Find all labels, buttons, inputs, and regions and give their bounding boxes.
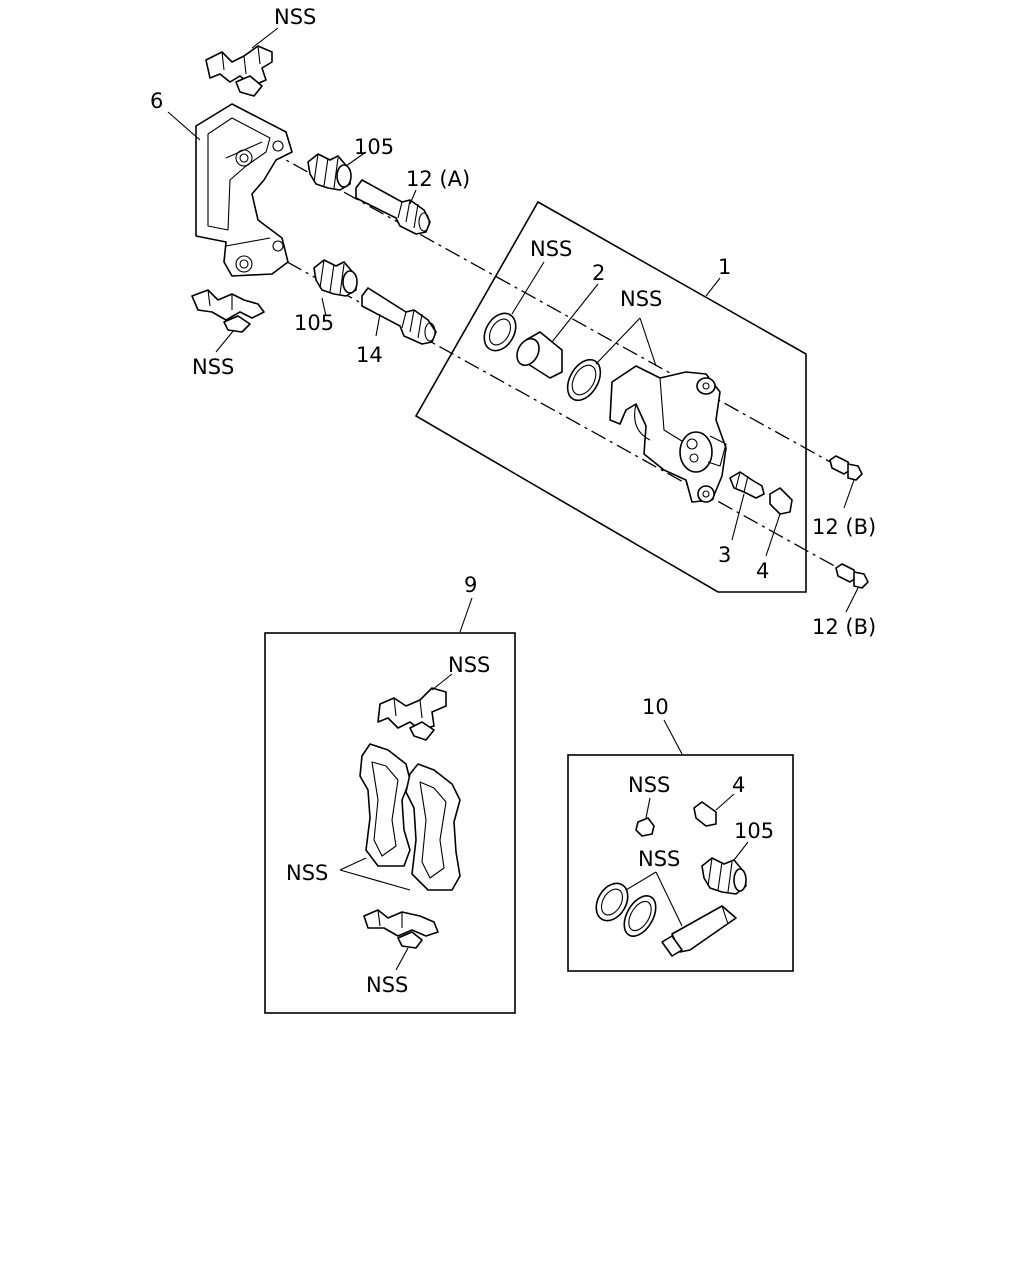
bolt-12b-lower xyxy=(835,563,869,613)
label-part-1: 1 xyxy=(718,255,731,279)
label-kit-nss-2: NSS xyxy=(638,847,680,871)
label-part-6: 6 xyxy=(150,89,163,113)
label-part-4: 4 xyxy=(756,559,769,583)
seal-kit-box-part-10 xyxy=(567,719,794,972)
pad-clip-top-nss xyxy=(377,673,453,741)
kit-cap-4 xyxy=(693,793,735,827)
label-part-12a: 12 (A) xyxy=(406,167,470,191)
pad-kit-box-part-9 xyxy=(264,597,516,1014)
pad-clip-bottom-nss xyxy=(363,909,439,971)
label-part-3: 3 xyxy=(718,543,731,567)
label-nss-pad-clip-top: NSS xyxy=(448,653,490,677)
boot-105-lower xyxy=(313,259,358,317)
dust-ring-nss xyxy=(566,317,657,402)
label-kit-105: 105 xyxy=(734,819,774,843)
caliper-bracket-part-6 xyxy=(167,103,293,277)
label-part-2: 2 xyxy=(592,261,605,285)
bleeder-screw-part-3 xyxy=(729,471,765,541)
label-nss-top: NSS xyxy=(274,5,316,29)
label-kit-nss-1: NSS xyxy=(628,773,670,797)
label-nss-pad-clip-bottom: NSS xyxy=(366,973,408,997)
label-part-105-upper: 105 xyxy=(354,135,394,159)
label-part-10: 10 xyxy=(642,695,669,719)
kit-small-seal-nss xyxy=(635,797,655,837)
guide-pin-14 xyxy=(361,287,437,345)
label-part-105-lower: 105 xyxy=(294,311,334,335)
label-part-12b-upper: 12 (B) xyxy=(812,515,876,539)
label-part-9: 9 xyxy=(464,573,477,597)
center-lines xyxy=(261,149,857,579)
label-part-12b-lower: 12 (B) xyxy=(812,615,876,639)
kit-grease-tube xyxy=(661,905,737,957)
callout-labels: NSS 6 105 12 (A) 105 14 NSS NSS 2 NSS 1 … xyxy=(150,5,876,997)
label-nss-seal: NSS xyxy=(530,237,572,261)
clip-top-nss xyxy=(205,27,279,97)
kit-boot-105 xyxy=(701,841,749,895)
boot-105-upper xyxy=(307,151,367,191)
bolt-12b-upper xyxy=(829,455,863,509)
label-nss-left: NSS xyxy=(192,355,234,379)
label-part-14: 14 xyxy=(356,343,383,367)
piston-part-2 xyxy=(516,283,599,379)
piston-seal-nss xyxy=(483,261,545,352)
guide-pin-12a xyxy=(355,179,431,235)
label-nss-ring: NSS xyxy=(620,287,662,311)
caliper-assembly-box-part-1 xyxy=(414,200,807,593)
caliper-body xyxy=(609,365,727,503)
label-kit-4: 4 xyxy=(732,773,745,797)
brake-pads-nss xyxy=(339,743,461,891)
label-nss-pads: NSS xyxy=(286,861,328,885)
kit-seals-nss xyxy=(595,871,683,937)
clip-left-nss xyxy=(191,289,265,353)
bleeder-cap-part-4 xyxy=(765,487,793,557)
